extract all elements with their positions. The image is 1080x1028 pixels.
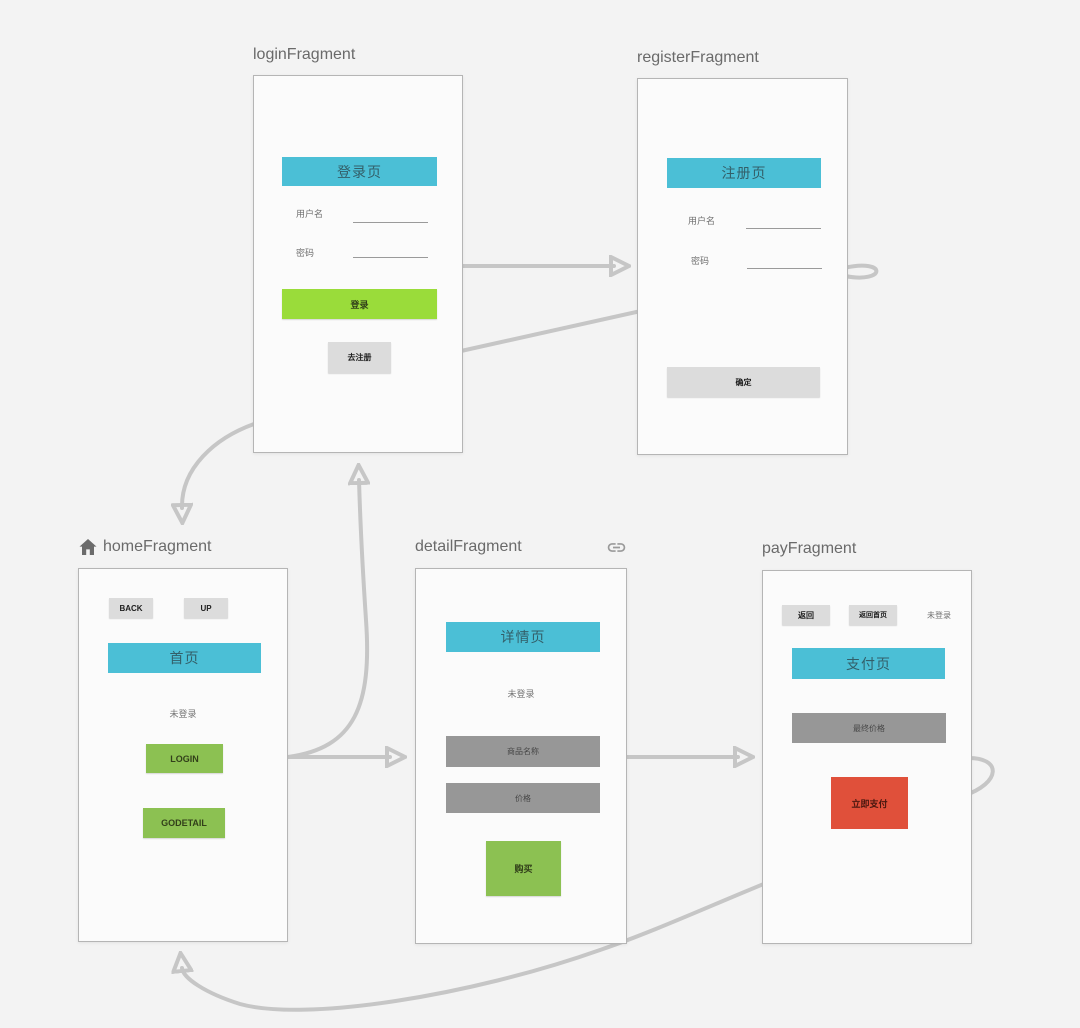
register-fragment-title: registerFragment (637, 47, 759, 69)
password-label: 密码 (296, 248, 315, 258)
edge-login-to-home[interactable] (182, 422, 256, 508)
login-nav-button: LOGIN (146, 744, 223, 773)
price-bar: 价格 (446, 783, 600, 813)
login-page-header: 登录页 (282, 157, 437, 186)
return-home-button: 返回首页 (849, 605, 897, 625)
home-fragment-card[interactable]: BACK UP 首页 未登录 LOGIN GODETAIL (78, 568, 288, 942)
register-fragment-label: registerFragment (637, 49, 759, 66)
pay-fragment-title: payFragment (762, 538, 856, 560)
go-register-button: 去注册 (328, 342, 391, 373)
detail-fragment-title: detailFragment (415, 536, 627, 558)
edge-register-to-login[interactable] (460, 307, 651, 353)
edge-pay-self-loop[interactable] (961, 755, 995, 798)
password-label: 密码 (691, 256, 710, 266)
edge-register-self-loop[interactable] (842, 263, 879, 280)
final-price-bar: 最终价格 (792, 713, 946, 743)
register-fragment-card[interactable]: 注册页 用户名 密码 确定 (637, 78, 848, 455)
pay-now-button: 立即支付 (831, 777, 908, 829)
username-field (746, 228, 821, 229)
login-fragment-card[interactable]: 登录页 用户名 密码 登录 去注册 (253, 75, 463, 453)
detail-fragment-card[interactable]: 详情页 未登录 商品名称 价格 购买 (415, 568, 627, 944)
username-label: 用户名 (688, 216, 716, 226)
godetail-button: GODETAIL (143, 808, 225, 838)
home-fragment-title: homeFragment (78, 536, 212, 558)
home-fragment-label: homeFragment (103, 538, 212, 555)
detail-page-header: 详情页 (446, 622, 600, 652)
home-icon (78, 537, 98, 557)
back-button: BACK (109, 598, 153, 618)
confirm-button: 确定 (667, 367, 820, 397)
login-fragment-label: loginFragment (253, 46, 356, 63)
edge-pay-to-home[interactable] (182, 881, 768, 1012)
product-name-bar: 商品名称 (446, 736, 600, 767)
username-field (353, 222, 428, 223)
password-field (747, 268, 822, 269)
pay-fragment-card[interactable]: 返回 返回首页 未登录 支付页 最终价格 立即支付 (762, 570, 972, 944)
login-status-text: 未登录 (927, 611, 951, 620)
return-button: 返回 (782, 605, 830, 625)
buy-button: 购买 (486, 841, 561, 896)
login-status-text: 未登录 (507, 689, 535, 699)
pay-fragment-label: payFragment (762, 540, 857, 557)
link-icon (606, 537, 627, 558)
password-field (353, 257, 428, 258)
edge-home-to-login[interactable] (286, 480, 367, 759)
login-fragment-title: loginFragment (253, 44, 355, 66)
login-status-text: 未登录 (169, 709, 197, 719)
pay-page-header: 支付页 (792, 648, 945, 679)
register-page-header: 注册页 (667, 158, 821, 188)
detail-fragment-label: detailFragment (415, 538, 522, 555)
home-page-header: 首页 (108, 643, 261, 673)
username-label: 用户名 (296, 209, 324, 219)
login-button: 登录 (282, 289, 437, 319)
up-button: UP (184, 598, 228, 618)
